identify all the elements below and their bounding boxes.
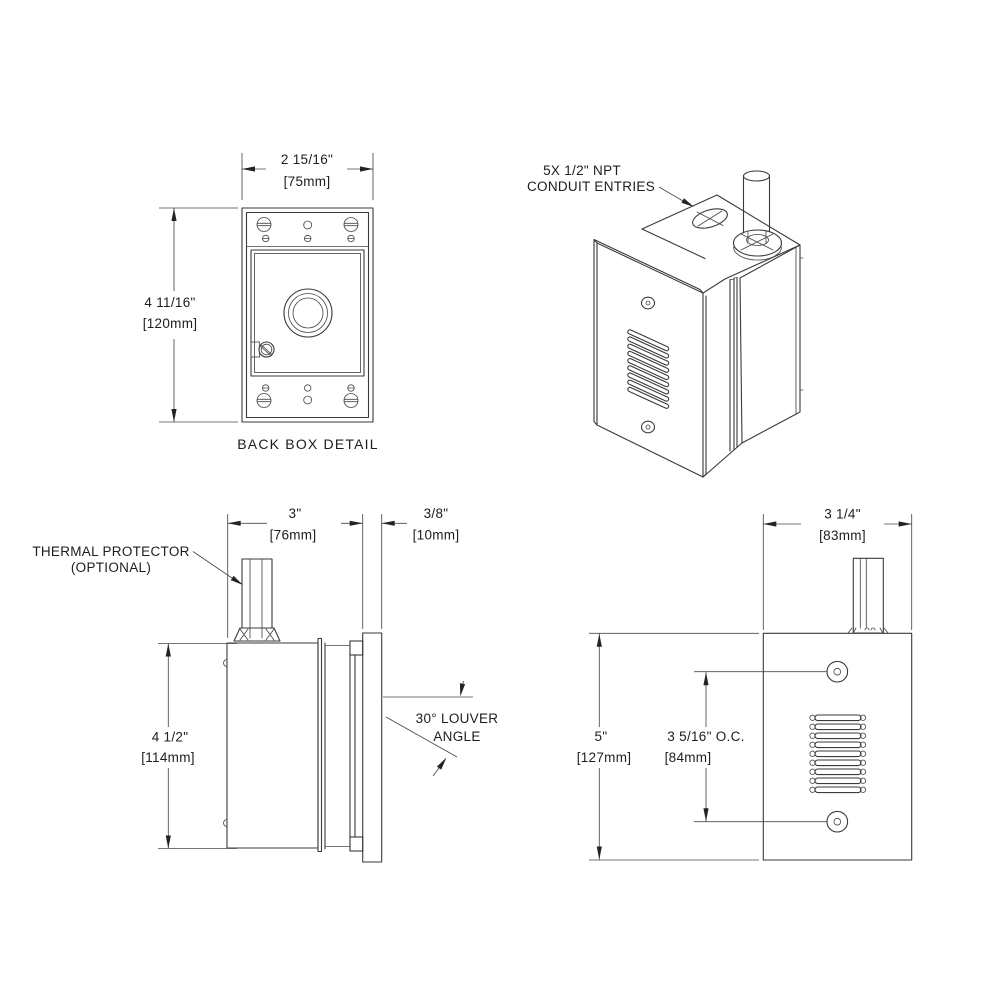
back-box-outline — [241, 207, 374, 423]
dim-plate-thickness-mm: [10mm] — [413, 528, 460, 543]
conduit-callout-line2: CONDUIT ENTRIES — [527, 179, 655, 194]
dim-box-depth-mm: [76mm] — [270, 528, 317, 543]
dim-box-height: 4 1/2" [114mm] — [141, 643, 237, 849]
dim-faceplate-width: 3 1/4" [83mm] — [762, 507, 913, 630]
louver-slat — [809, 768, 867, 776]
dim-screw-spacing-mm: [84mm] — [665, 750, 712, 765]
iso-box-body — [702, 244, 804, 478]
dim-faceplate-height-in: 5" — [595, 729, 608, 744]
back-box-top-screws — [256, 217, 359, 243]
louver-slat — [809, 759, 867, 767]
louver-slat — [809, 777, 867, 785]
dim-box-depth-in: 3" — [289, 506, 302, 521]
iso-faceplate — [593, 238, 704, 478]
dim-backbox-width-in: 2 15/16" — [281, 152, 333, 167]
dim-backbox-width: 2 15/16" [75mm] — [241, 152, 374, 200]
louver-slat — [809, 741, 867, 749]
dim-faceplate-height: 5" [127mm] — [577, 632, 759, 861]
back-box-caption: BACK BOX DETAIL — [237, 436, 378, 452]
isometric-view: 5X 1/2" NPT CONDUIT ENTRIES — [527, 163, 804, 478]
dim-plate-thickness-in: 3/8" — [424, 506, 449, 521]
side-view: 3" [76mm] 3/8" [10mm] THERMAL PROTECTOR … — [32, 506, 499, 863]
side-box-body — [223, 632, 383, 863]
dim-faceplate-height-mm: [127mm] — [577, 750, 632, 765]
louver-angle-callout: 30° LOUVER ANGLE — [383, 680, 499, 777]
louver-slat — [809, 732, 867, 740]
dim-screw-spacing: 3 5/16" O.C. [84mm] — [665, 672, 744, 822]
iso-box-top — [641, 194, 801, 280]
thermal-protector-callout: THERMAL PROTECTOR (OPTIONAL) — [32, 544, 243, 585]
louver-slat — [809, 786, 867, 794]
conduit-entries-callout: 5X 1/2" NPT CONDUIT ENTRIES — [527, 163, 694, 207]
front-screws — [826, 660, 849, 833]
front-faceplate — [762, 632, 913, 861]
iso-louver-grille — [627, 329, 670, 409]
dim-screw-spacing-in: 3 5/16" O.C. — [667, 729, 744, 744]
back-box-knockout — [250, 288, 333, 358]
side-conduit — [233, 558, 281, 642]
dim-backbox-height-mm: [120mm] — [143, 316, 198, 331]
thermal-callout-line1: THERMAL PROTECTOR — [32, 544, 189, 559]
back-box-detail-view: 2 15/16" [75mm] 4 11/16" [120mm] — [143, 152, 378, 452]
dim-backbox-height: 4 11/16" [120mm] — [143, 207, 238, 423]
front-conduit — [847, 557, 889, 634]
louver-angle-line2: ANGLE — [433, 729, 480, 744]
louver-angle-line1: 30° LOUVER — [416, 711, 499, 726]
front-louver-grille — [809, 714, 867, 794]
front-view: 3 1/4" [83mm] — [577, 507, 913, 861]
dim-box-height-mm: [114mm] — [141, 750, 195, 765]
dim-faceplate-width-mm: [83mm] — [819, 528, 866, 543]
dim-box-height-in: 4 1/2" — [152, 730, 189, 745]
dim-faceplate-width-in: 3 1/4" — [824, 507, 861, 522]
dim-backbox-width-mm: [75mm] — [284, 174, 331, 189]
louver-slat — [809, 714, 867, 722]
dim-plate-thickness: 3/8" [10mm] — [381, 506, 460, 543]
conduit-callout-line1: 5X 1/2" NPT — [543, 163, 621, 178]
dim-backbox-height-in: 4 11/16" — [144, 295, 195, 310]
back-box-bottom-screws — [256, 384, 359, 408]
iso-conduit — [732, 170, 783, 261]
louver-slat — [809, 750, 867, 758]
thermal-callout-line2: (OPTIONAL) — [71, 560, 151, 575]
louver-slat — [809, 723, 867, 731]
dim-box-depth: 3" [76mm] — [227, 506, 383, 638]
